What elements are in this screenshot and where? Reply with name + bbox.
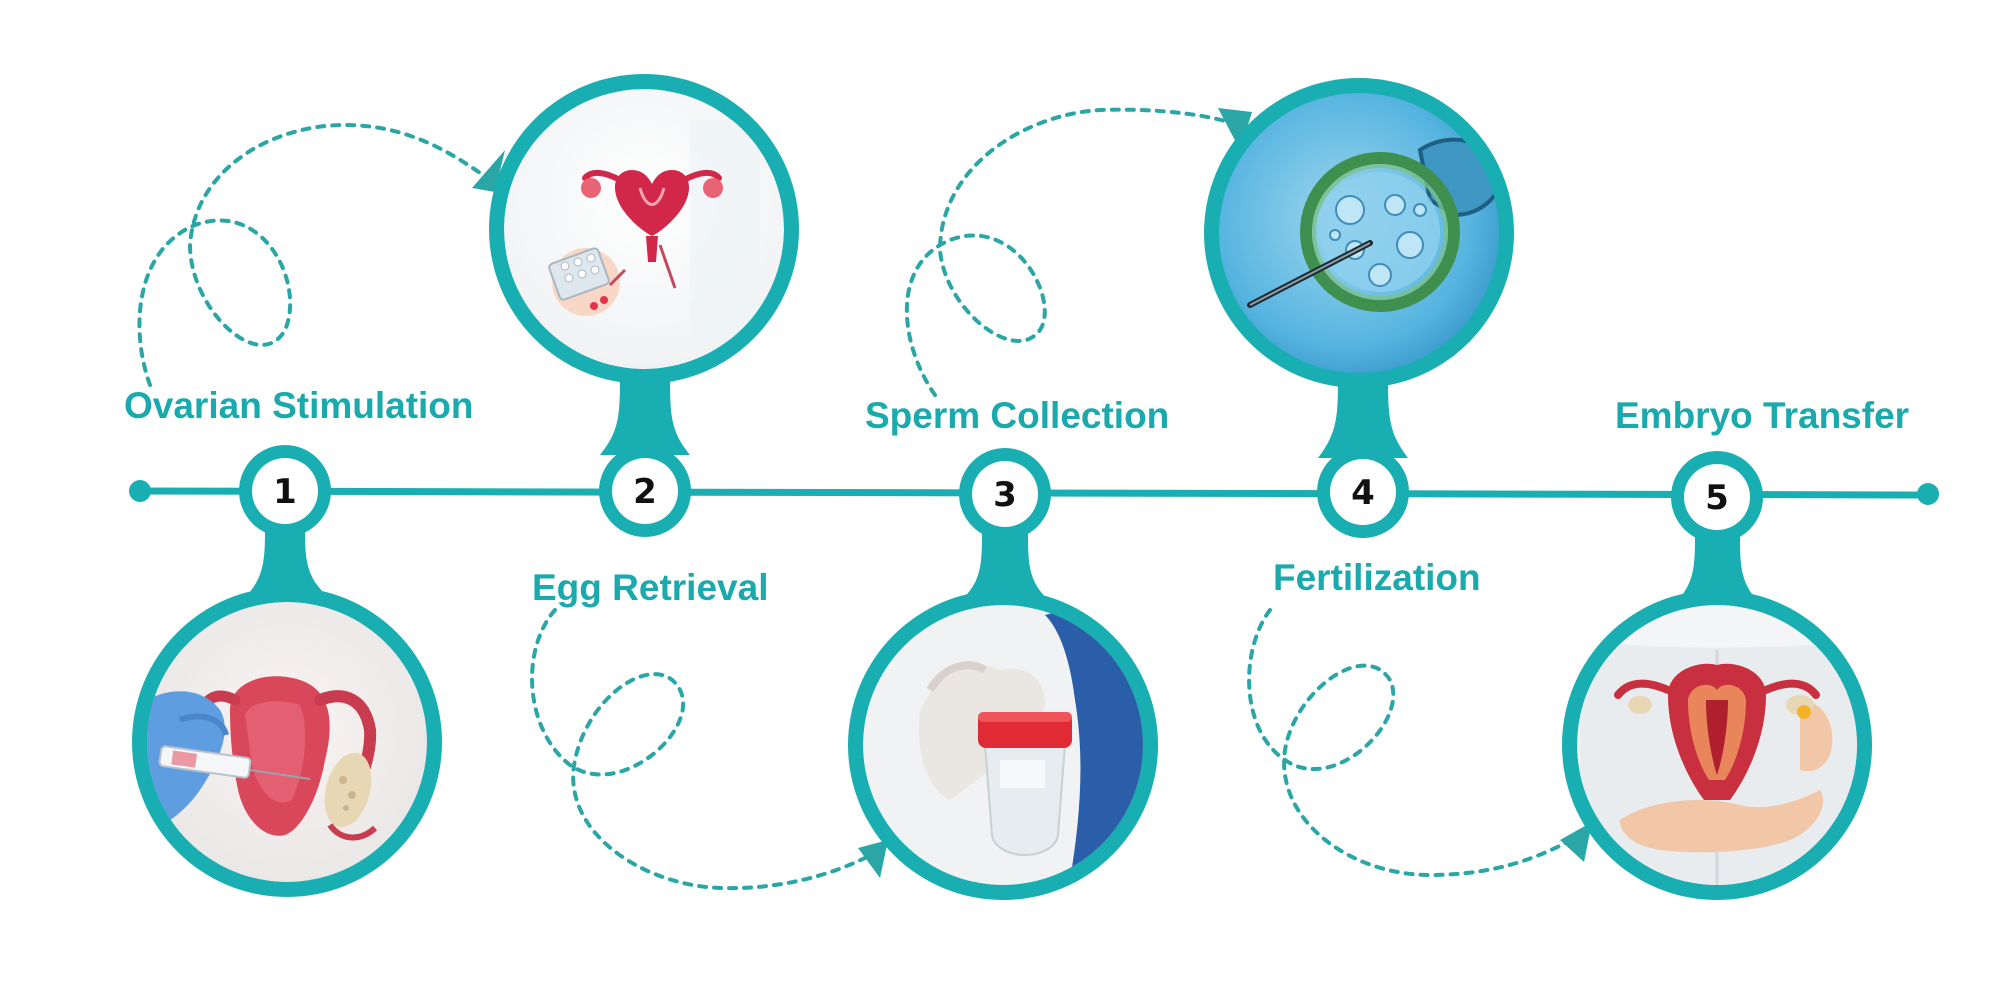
step-5-node [1684,464,1750,530]
step-1-label: Ovarian Stimulation [124,385,474,426]
step-2-label: Egg Retrieval [532,567,768,608]
step-3-number: 3 [993,475,1017,515]
step-5-label: Embryo Transfer [1615,395,1909,436]
step-5-number: 5 [1705,478,1729,518]
injection-uterus-model-photo [147,602,427,882]
arrow-head-icon [858,840,888,878]
step-1-node [252,458,318,524]
doctor-holding-uterus-model-photo [1577,605,1857,885]
timeline-end-dot [1917,483,1939,505]
step-4-number: 4 [1351,473,1375,513]
step-1-number: 1 [273,472,297,512]
step-4-label: Fertilization [1273,557,1481,598]
step-2-number: 2 [633,472,657,512]
arrow-head-icon [1560,822,1592,862]
dotted-arrows [137,107,1582,891]
uterus-illustration-with-pills [504,89,784,369]
dotted-arrow-1-to-2 [137,122,492,387]
dotted-arrow-2-to-3 [530,608,882,891]
step-3-node [972,461,1038,527]
step-3-label: Sperm Collection [865,395,1169,436]
specimen-cup-in-gloved-hand-photo [863,605,1143,885]
step-4-node [1330,459,1396,525]
dotted-arrow-4-to-5 [1247,608,1582,878]
step-2-node [612,458,678,524]
timeline-start-dot [129,480,151,502]
dotted-arrow-3-to-4 [904,107,1240,397]
arrow-head-icon [1218,108,1252,150]
icsi-egg-microscope-photo [1219,93,1499,373]
